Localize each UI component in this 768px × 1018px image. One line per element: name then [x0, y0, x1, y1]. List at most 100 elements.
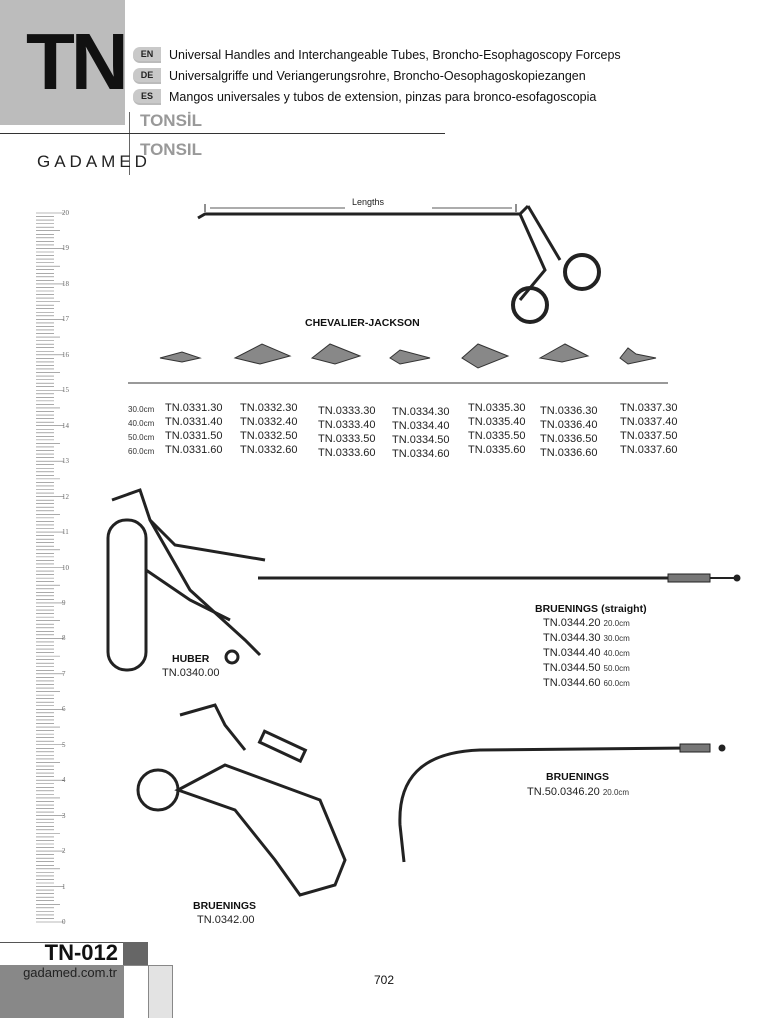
- product-code: TN.0344.40: [543, 647, 601, 659]
- product-code: TN.0336.60: [540, 447, 598, 459]
- product-code: TN.0336.40: [540, 419, 598, 431]
- footer-block: [123, 965, 149, 1018]
- length-label: 50.0cm: [128, 433, 155, 442]
- huber-name: HUBER: [172, 653, 210, 665]
- product-code: TN.0331.60: [165, 444, 223, 456]
- product-code: TN.0331.40: [165, 416, 223, 428]
- bruenings-straight-item: TN.0344.60 60.0cm: [543, 677, 630, 689]
- product-code: TN.0336.50: [540, 433, 598, 445]
- ruler-label: 16: [62, 350, 69, 359]
- ruler-label: 6: [62, 705, 66, 714]
- footer-site: gadamed.com.tr: [23, 965, 117, 980]
- huber-forceps: [106, 488, 266, 672]
- product-code: TN.0334.50: [392, 434, 450, 446]
- section-code-box: [0, 0, 125, 125]
- ruler-label: 15: [62, 386, 69, 395]
- product-code: TN.0332.60: [240, 444, 298, 456]
- bruenings-straight-note: (straight): [601, 603, 647, 615]
- bruenings-curved-name: BRUENINGS: [546, 771, 610, 783]
- bruenings-curved-tube: [398, 743, 726, 863]
- ruler-label: 8: [62, 634, 66, 643]
- footer-site-box: [0, 965, 123, 1018]
- product-length: 30.0cm: [603, 634, 630, 643]
- ruler-label: 19: [62, 244, 69, 253]
- ruler-label: 12: [62, 492, 69, 501]
- bruenings-straight-item: TN.0344.20 20.0cm: [543, 617, 630, 629]
- product-length: 50.0cm: [603, 664, 630, 673]
- product-code: TN.0337.50: [620, 430, 678, 442]
- lengths-label: Lengths: [352, 197, 385, 207]
- product-code: TN.0335.30: [468, 402, 526, 414]
- product-code: TN.0333.40: [318, 419, 376, 431]
- product-code: TN.0344.60: [543, 677, 601, 689]
- bruenings-straight-item: TN.0344.40 40.0cm: [543, 647, 630, 659]
- divider: [129, 112, 130, 175]
- forceps-tips: [159, 343, 657, 369]
- product-code: TN.0335.40: [468, 416, 526, 428]
- footer-block: [123, 942, 148, 965]
- lang-badge: ES: [133, 89, 161, 105]
- divider: [0, 133, 445, 134]
- product-code: TN.0337.40: [620, 416, 678, 428]
- bruenings-handle-name: BRUENINGS: [193, 900, 257, 912]
- product-code: TN.0333.60: [318, 447, 376, 459]
- bruenings-curved-length: 20.0cm: [602, 788, 630, 797]
- footer-code: TN-012: [44, 940, 118, 965]
- ruler-label: 14: [62, 421, 69, 430]
- bruenings-handle-code: TN.0342.00: [197, 914, 255, 926]
- product-code: TN.0331.30: [165, 402, 223, 414]
- title-es: Mangos universales y tubos de extension,…: [169, 90, 597, 104]
- product-code: TN.0333.50: [318, 433, 376, 445]
- huber-code: TN.0340.00: [162, 667, 220, 679]
- ruler-label: 18: [62, 279, 69, 288]
- product-code: TN.0332.40: [240, 416, 298, 428]
- ruler-label: 0: [62, 918, 66, 926]
- ruler-label: 9: [62, 598, 66, 607]
- gadamed-logo: GADAMED: [37, 152, 151, 171]
- product-length: 40.0cm: [603, 649, 630, 658]
- ruler-label: 17: [62, 315, 69, 324]
- lang-badge: EN: [133, 47, 161, 63]
- product-code: TN.0332.50: [240, 430, 298, 442]
- bruenings-straight-name: BRUENINGS: [535, 603, 599, 615]
- lang-row-es: ES Mangos universales y tubos de extensio…: [133, 88, 596, 106]
- product-code: TN.0335.50: [468, 430, 526, 442]
- bruenings-handle: [136, 703, 347, 897]
- chevalier-jackson-title: CHEVALIER-JACKSON: [305, 317, 420, 329]
- product-code: TN.0332.30: [240, 402, 298, 414]
- length-label: 60.0cm: [128, 447, 155, 456]
- bruenings-curved-code: TN.50.0346.20: [527, 786, 600, 798]
- lang-badge: DE: [133, 68, 161, 84]
- ruler-label: 1: [62, 882, 66, 891]
- product-length: 20.0cm: [603, 619, 630, 628]
- ruler-label: 10: [62, 563, 69, 572]
- length-label: 30.0cm: [128, 405, 155, 414]
- category-en: TONSIL: [140, 140, 203, 159]
- product-code: TN.0334.30: [392, 406, 450, 418]
- product-code: TN.0344.30: [543, 632, 601, 644]
- ruler-label: 5: [62, 740, 66, 749]
- footer-code-box: [0, 942, 123, 966]
- product-code: TN.0331.50: [165, 430, 223, 442]
- product-length: 60.0cm: [603, 679, 630, 688]
- ruler-label: 2: [62, 847, 66, 856]
- product-code: TN.0334.60: [392, 448, 450, 460]
- footer-block: [148, 965, 173, 1018]
- product-code: TN.0337.60: [620, 444, 678, 456]
- bruenings-straight-item: TN.0344.50 50.0cm: [543, 662, 630, 674]
- ruler-label: 3: [62, 811, 66, 820]
- product-code: TN.0333.30: [318, 405, 376, 417]
- length-label: 40.0cm: [128, 419, 155, 428]
- page-number: 702: [374, 973, 395, 987]
- chevalier-jackson-forceps: [197, 204, 601, 324]
- product-code: TN.0344.50: [543, 662, 601, 674]
- product-code: TN.0336.30: [540, 405, 598, 417]
- title-en: Universal Handles and Interchangeable Tu…: [169, 48, 621, 62]
- section-code: TN: [26, 17, 129, 106]
- ruler-label: 4: [62, 776, 66, 785]
- bruenings-straight-tube: [258, 573, 741, 583]
- product-code: TN.0344.20: [543, 617, 601, 629]
